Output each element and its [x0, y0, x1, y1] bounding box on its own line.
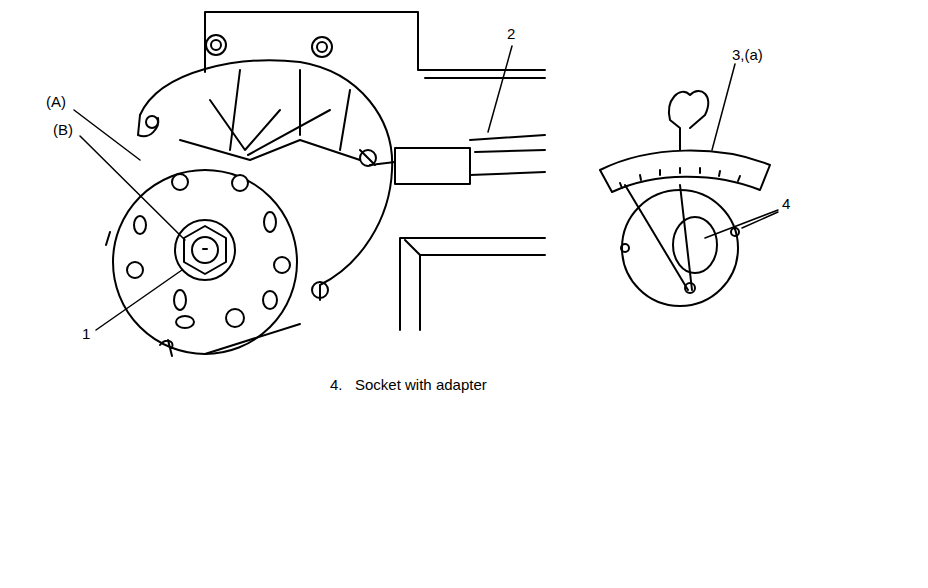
part-label: (A) — [46, 94, 66, 111]
note-text: 4. Socket with adapter — [330, 377, 487, 394]
callout-number: 3,(a) — [732, 47, 763, 64]
callout-number: 4 — [782, 196, 790, 213]
part-label: (B) — [53, 122, 73, 139]
callout-number: 2 — [507, 26, 515, 43]
callout-number: 1 — [82, 326, 90, 343]
